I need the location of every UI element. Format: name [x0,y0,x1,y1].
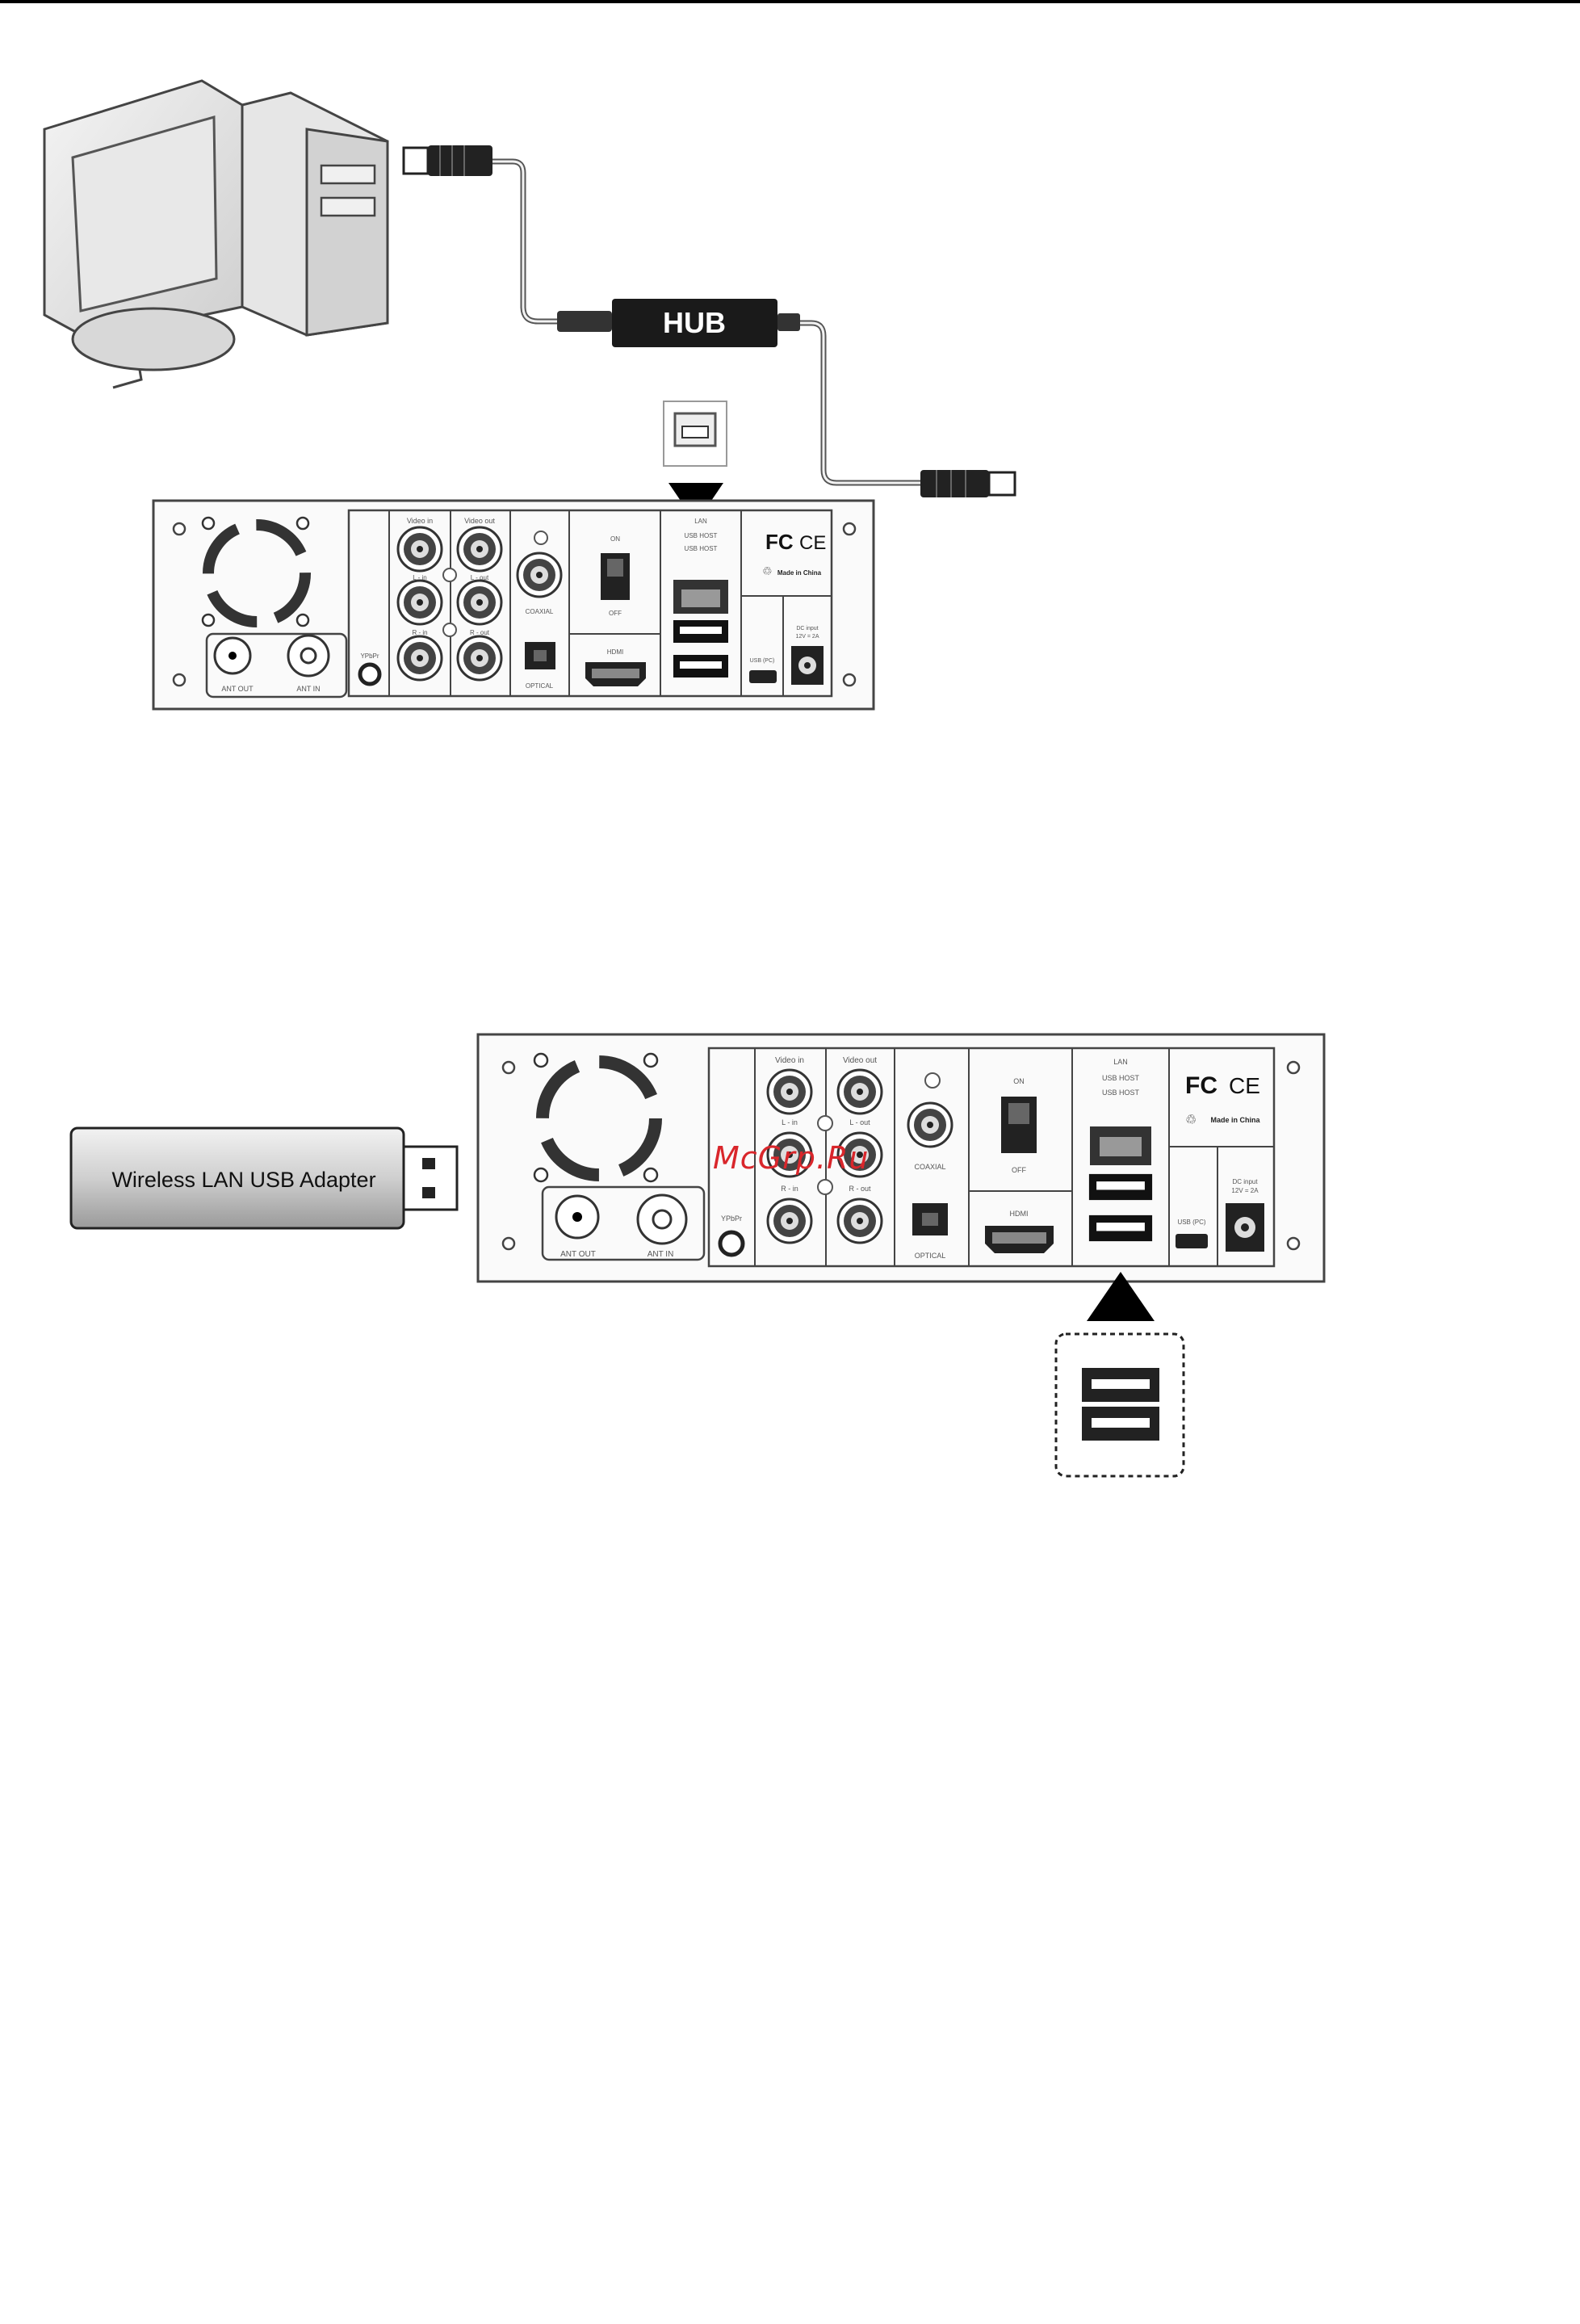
cable-pc-hub [492,158,610,325]
svg-text:USB HOST: USB HOST [685,545,718,552]
adapter-label: Wireless LAN USB Adapter [111,1168,375,1192]
usb-plug-icon [402,145,492,176]
svg-text:L - out: L - out [471,574,489,581]
svg-text:CE: CE [1229,1073,1260,1098]
svg-text:YPbPr: YPbPr [721,1214,742,1223]
usb-host-port-callout [1054,1272,1185,1478]
svg-text:OPTICAL: OPTICAL [915,1252,946,1260]
svg-text:ANT OUT: ANT OUT [560,1250,596,1259]
svg-text:USB (PC): USB (PC) [750,658,775,664]
svg-text:HDMI: HDMI [1010,1210,1029,1218]
svg-text:L - in: L - in [782,1118,798,1126]
svg-text:ON: ON [1013,1077,1025,1085]
svg-text:COAXIAL: COAXIAL [526,608,554,615]
svg-text:Video out: Video out [843,1056,877,1065]
svg-text:LAN: LAN [1113,1058,1128,1066]
svg-text:YPbPr: YPbPr [360,652,379,660]
player-rear-panel-bottom: ANT OUT ANT IN YPbPr Video in Video out … [476,1033,1326,1283]
fan-vent-icon [201,516,311,627]
svg-text:OFF: OFF [609,610,622,617]
svg-text:CE: CE [799,532,826,554]
svg-text:ANT IN: ANT IN [648,1250,674,1259]
svg-text:R - out: R - out [470,629,490,636]
pc-monitor-icon [43,79,244,389]
lan-port-callout [663,401,727,523]
hub-label: HUB [663,306,726,339]
svg-text:DC input: DC input [796,626,818,631]
pc-tower-icon [241,91,389,337]
svg-text:FC: FC [765,530,794,554]
svg-text:USB HOST: USB HOST [1102,1074,1140,1082]
svg-text:R - out: R - out [849,1185,871,1193]
svg-text:♲: ♲ [762,564,773,577]
svg-text:DC input: DC input [1232,1178,1258,1185]
svg-text:Made in China: Made in China [1210,1116,1260,1124]
svg-text:♲: ♲ [1185,1114,1197,1127]
svg-text:Made in China: Made in China [777,569,822,577]
watermark-text: McGrp.Ru [713,1140,870,1176]
svg-text:FC: FC [1185,1072,1217,1099]
svg-text:OPTICAL: OPTICAL [526,682,554,690]
svg-text:ANT IN: ANT IN [296,685,320,693]
svg-text:USB (PC): USB (PC) [1177,1219,1205,1226]
wireless-lan-usb-adapter-icon [69,1126,459,1230]
svg-text:ON: ON [610,535,620,543]
svg-text:HDMI: HDMI [607,648,623,656]
svg-text:Video out: Video out [464,517,495,525]
svg-text:Video in: Video in [775,1056,804,1065]
svg-text:12V = 2A: 12V = 2A [1231,1187,1259,1194]
svg-text:USB HOST: USB HOST [685,532,718,539]
svg-text:ANT OUT: ANT OUT [221,685,254,693]
usb-plug-player-icon [920,470,1016,497]
svg-text:R - in: R - in [781,1185,798,1193]
svg-text:L - out: L - out [849,1118,870,1126]
svg-text:R - in: R - in [412,629,427,636]
svg-text:OFF: OFF [1012,1166,1026,1174]
svg-text:L - in: L - in [413,574,427,581]
svg-text:COAXIAL: COAXIAL [914,1163,945,1171]
svg-text:Video in: Video in [407,517,433,525]
svg-text:LAN: LAN [694,518,707,525]
cable-hub-player [779,320,924,486]
page-top-rule [0,0,1580,3]
hub-box [557,299,800,347]
svg-text:USB HOST: USB HOST [1102,1089,1140,1097]
player-rear-panel-top: ANT OUT ANT IN YPbPr Video in Video out … [152,499,875,711]
svg-text:12V = 2A: 12V = 2A [796,634,819,640]
fan-vent-icon [533,1052,662,1183]
